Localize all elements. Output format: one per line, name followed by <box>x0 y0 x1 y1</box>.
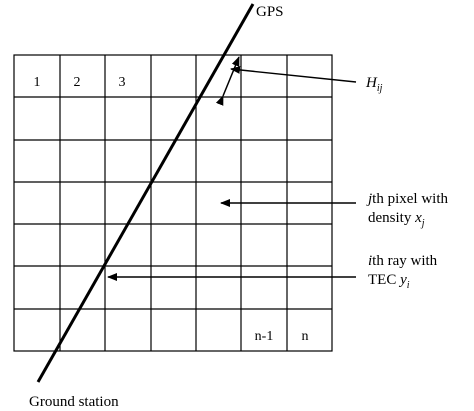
hij-label: Hij <box>365 75 383 94</box>
ray-y: y <box>398 272 407 288</box>
pixel-label-line1: jth pixel with <box>366 191 448 207</box>
hij-subscript: ij <box>377 83 383 94</box>
ground-station-label: Ground station <box>29 394 119 410</box>
cell-label-n-minus-1: n-1 <box>255 329 274 344</box>
cell-label-3: 3 <box>119 75 126 90</box>
ray-y-subscript: i <box>407 280 410 291</box>
ray-tec-text: TEC <box>368 272 400 288</box>
hij-main: H <box>365 75 378 91</box>
pixel-x: x <box>414 210 422 226</box>
cell-label-2: 2 <box>74 75 81 90</box>
ray-line1-rest: th ray with <box>372 253 437 269</box>
ray-label-line2: TEC yi <box>368 272 410 291</box>
pixel-line1-rest: th pixel with <box>372 191 448 207</box>
hij-double-arrow <box>215 56 240 106</box>
pixel-label-line2: density xj <box>368 210 425 229</box>
ray-label-line1: ith ray with <box>368 253 438 269</box>
ray-i: i <box>368 253 372 269</box>
pixel-j: j <box>366 191 372 207</box>
pixel-density-text: density <box>368 210 415 226</box>
pixel-x-subscript: j <box>420 218 425 229</box>
gps-label: GPS <box>256 4 284 20</box>
cell-label-1: 1 <box>34 75 41 90</box>
ray-line <box>36 3 255 383</box>
hij-pointer-arrow <box>230 65 357 83</box>
cell-label-n: n <box>302 329 309 344</box>
